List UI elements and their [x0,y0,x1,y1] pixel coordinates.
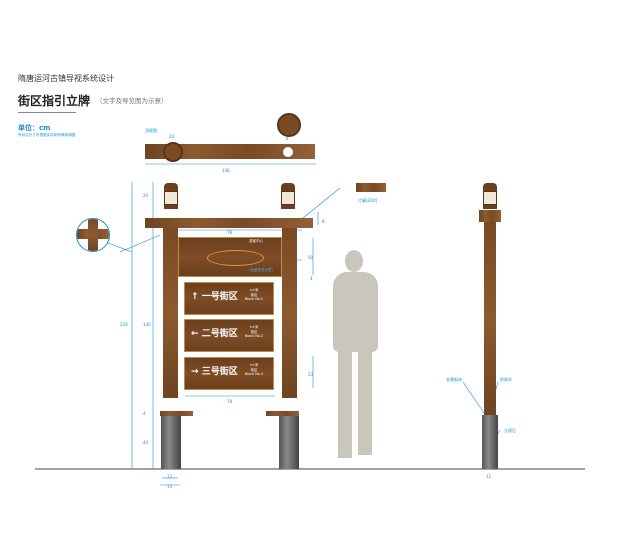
side-stone-base [482,415,498,469]
unit-label: 单位：cm [18,124,51,132]
dim-lamp-width: 20 [169,134,175,139]
post-left [163,228,178,398]
callout-wood: 防腐木 [500,377,512,382]
page-title: 街区指引立牌 [18,94,91,108]
unit-note: 所标注尺寸可根据实际制作略有调整 [18,133,76,137]
post-right [282,228,297,398]
map-route [207,250,264,266]
stone-base-right [279,416,299,469]
human-head [345,250,363,272]
top-beam [145,218,313,228]
top-view-lamp-cap [277,113,301,137]
callout-marble: 大理石 [504,428,516,433]
sign-name: 三号街区 [201,367,238,377]
top-view-beam [145,144,315,159]
dim-hole: 8 [286,136,289,141]
dim-beam-length: 136 [222,168,230,173]
human-body [333,272,378,352]
lamp-left [164,183,178,215]
dim-post-width: 12 [167,474,173,479]
side-post [484,222,496,415]
top-view-lamp [163,142,183,162]
map-caption: （全景导览示意） [247,268,275,272]
dim-post-height: 140 [143,322,151,327]
lamp-side [483,183,497,215]
dim-inner-width: 78 [227,230,233,235]
project-subtitle: 隋唐运河古镇导视系统设计 [18,74,114,83]
dim-base-gap: 4 [143,411,146,416]
human-leg [358,350,372,455]
title-note: （文字及导览图为示意） [96,97,168,105]
map-title: 游客中心 [249,239,263,243]
map-panel: 游客中心 （全景导览示意） [178,237,282,277]
beam-joint-detail [76,218,110,252]
side-beam [479,210,501,222]
callout-led: 片匾LED灯 [358,198,378,203]
sign-name: 一号街区 [201,292,238,302]
dim-base-height: 40 [143,440,149,445]
dim-beam: 8 [322,219,325,224]
base-plate-left [160,411,193,416]
dim-total-height: 228 [120,322,128,327]
dim-sign-width: 78 [227,399,233,404]
dim-gap: 4 [310,276,313,281]
dim-map-height: 50 [308,255,314,260]
stone-base-left [161,416,181,469]
lamp-right [281,183,295,215]
top-view-label: 顶视图 [145,128,157,133]
dim-lamp: 20 [143,193,149,198]
base-plate-right [266,411,299,416]
top-view-hole [283,147,293,157]
human-leg [338,350,352,458]
dim-side-width: 12 [486,474,492,479]
sign-name: 二号街区 [201,329,238,339]
divider [18,112,76,113]
dim-sign-height: 23 [308,372,314,377]
dim-base-width: 15 [167,484,173,489]
led-detail [356,183,386,192]
callout-metal: 金属板饰 [446,377,462,382]
